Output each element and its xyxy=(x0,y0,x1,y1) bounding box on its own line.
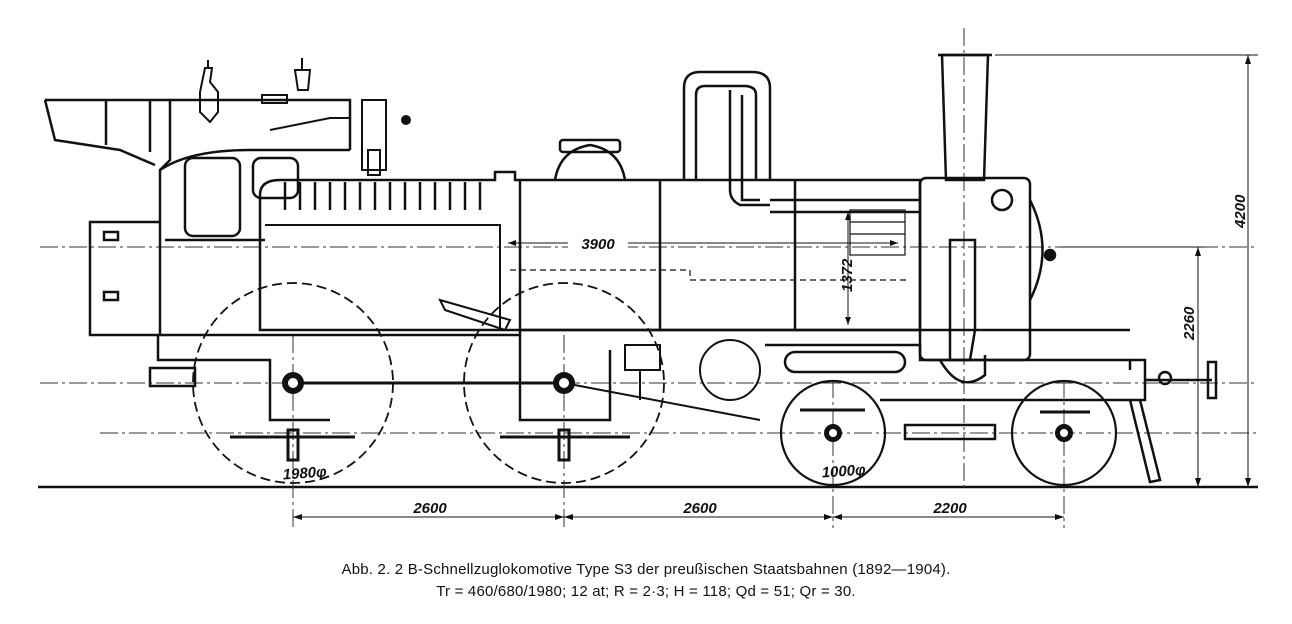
roof-fittings xyxy=(199,58,411,176)
dim-label-4200: 4200 xyxy=(1232,194,1249,229)
frame xyxy=(148,328,1132,441)
centre-lines xyxy=(40,28,1258,528)
steam-dome xyxy=(553,138,627,181)
dim-label-1980: 1980φ xyxy=(282,463,327,483)
dim-firebox-height: 1372 xyxy=(839,212,856,325)
springs xyxy=(230,408,1090,462)
dim-label-1372: 1372 xyxy=(839,258,856,292)
boiler xyxy=(258,170,922,332)
dim-total-height: 4200 xyxy=(995,54,1258,487)
dim-label-2600-a: 2600 xyxy=(412,500,447,517)
dim-label-2260: 2260 xyxy=(1181,306,1198,341)
bogie-wheel-rear xyxy=(779,379,887,487)
cab xyxy=(43,98,520,337)
dim-label-1000: 1000φ xyxy=(821,461,866,481)
bogie-wheel-front xyxy=(1010,379,1118,487)
dim-label-2200: 2200 xyxy=(932,500,967,517)
buffer-beam xyxy=(1128,358,1218,484)
figure-specs: Tr = 460/680/1980; 12 at; R = 2·3; H = 1… xyxy=(436,583,856,600)
dim-wheelbase: 2600 2600 2200 xyxy=(293,500,1064,520)
steam-pipe xyxy=(682,70,920,214)
dim-boiler-length: 3900 xyxy=(508,235,898,253)
rear-driving-wheel xyxy=(192,282,394,484)
dim-label-3900: 3900 xyxy=(581,236,615,253)
cylinder xyxy=(438,298,761,401)
locomotive-drawing: 3900 1372 4200 2260 1980φ 1000φ 2600 260… xyxy=(38,28,1258,528)
smokebox xyxy=(918,53,1057,384)
dim-axle-height: 2260 xyxy=(1060,246,1205,487)
front-driving-wheel xyxy=(463,282,665,484)
dim-label-2600-b: 2600 xyxy=(682,500,717,517)
figure-caption: Abb. 2. 2 B-Schnellzuglokomotive Type S3… xyxy=(341,561,951,578)
